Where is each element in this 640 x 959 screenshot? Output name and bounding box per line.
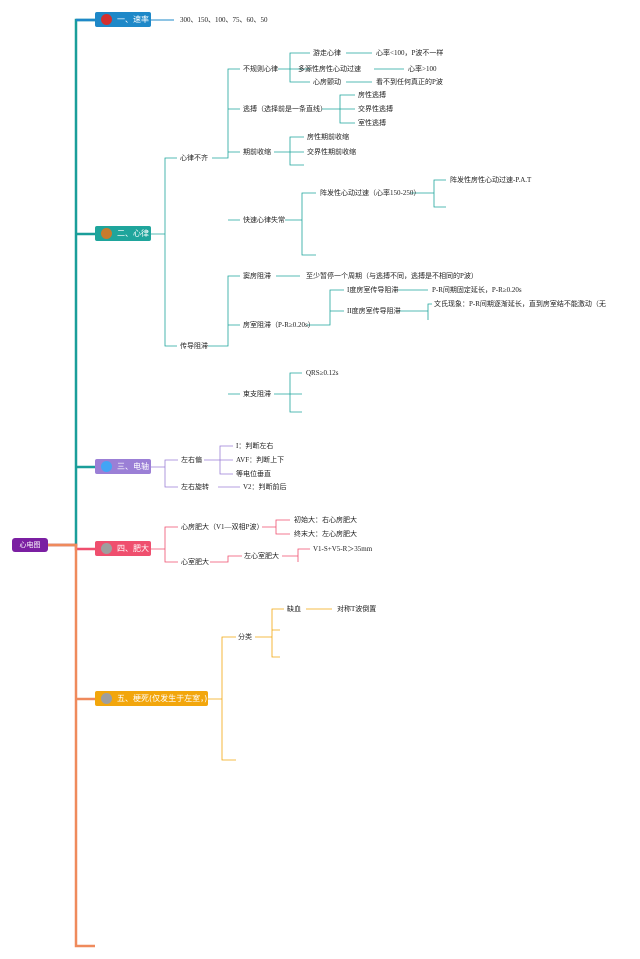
branch-infarction[interactable]: 五、梗死(仅发生于左室，) [95, 691, 208, 706]
axis-rot-node[interactable]: 左右旋转 [181, 483, 209, 491]
classify-node[interactable]: 分类 [238, 633, 252, 641]
ischemia-node[interactable]: 缺血 [287, 605, 301, 613]
branch-rhythm[interactable]: 二、心律 [95, 226, 151, 241]
circle-icon [101, 543, 112, 554]
ischemia-detail: 对称T波倒置 [337, 605, 377, 613]
multifocal-node[interactable]: 多源性房性心动过速 [298, 65, 361, 73]
branch-axis-label: 三、电轴 [117, 462, 149, 471]
axis-rot-detail: V2：判断前后 [243, 483, 287, 491]
irregular-node[interactable]: 不规则心律 [243, 65, 278, 73]
atrial-node[interactable]: 心房肥大（V1—双相P波） [181, 523, 264, 531]
bundle-block-detail: QRS≥0.12s [306, 369, 339, 377]
wandering-node[interactable]: 游走心律 [313, 49, 341, 57]
trunk-teal [48, 18, 95, 547]
circle-icon [101, 228, 112, 239]
atrial-item: 终末大：左心房肥大 [294, 530, 357, 538]
sinus-block-detail: 至少暂停一个周期（与逃搏不同，逃搏是不相同的P波） [306, 272, 478, 280]
branch-hypertrophy[interactable]: 四、肥大 [95, 541, 151, 556]
pat-node[interactable]: 阵发性心动过速（心率150-250） [320, 189, 421, 197]
branch-hypertrophy-label: 四、肥大 [117, 544, 149, 553]
trunk-orange [48, 543, 95, 948]
axis-lr-item: AVF：判断上下 [236, 456, 285, 464]
rate-detail: 300、150、100、75、60、50 [180, 16, 268, 24]
afib-node[interactable]: 心房颤动 [313, 78, 341, 86]
escape-node[interactable]: 逃搏（选择前是一条直线） [243, 105, 327, 113]
multifocal-detail: 心率>100 [408, 65, 437, 73]
axis-lr-item: I：判断左右 [236, 442, 274, 450]
circle-icon [101, 14, 112, 25]
av-second-node[interactable]: II度房室传导阻滞 [347, 307, 401, 315]
av-first-detail: P-R间期固定延长，P-R≥0.20s [432, 286, 522, 294]
av-block-node[interactable]: 房室阻滞（P-R≥0.20s） [243, 321, 315, 329]
circle-icon [101, 461, 112, 472]
pat-detail: 阵发性房性心动过速-P.A.T [450, 176, 532, 184]
branch-rhythm-label: 二、心律 [117, 229, 149, 238]
branch-infarction-label: 五、梗死(仅发生于左室，) [117, 694, 208, 703]
premature-item: 房性期前收缩 [307, 133, 349, 141]
av-second-detail: 文氏现象：P-R间期逐渐延长，直到房室结不能激动（无 [434, 300, 606, 308]
atrial-item: 初始大：右心房肥大 [294, 516, 357, 524]
left-ventricular-detail: V1-S+V5-R＞35mm [313, 545, 373, 553]
wandering-detail: 心率<100，P波不一样 [376, 49, 444, 57]
escape-item: 交界性逃搏 [358, 105, 393, 113]
escape-item: 室性逃搏 [358, 119, 386, 127]
left-ventricular-node[interactable]: 左心室肥大 [244, 552, 279, 560]
branch-axis[interactable]: 三、电轴 [95, 459, 151, 474]
av-first-node[interactable]: I度房室传导阻滞 [347, 286, 399, 294]
premature-node[interactable]: 期前收缩 [243, 148, 271, 156]
branch-rate-label: 一、速率 [117, 15, 149, 24]
premature-item: 交界性期前收缩 [307, 148, 356, 156]
bundle-block-node[interactable]: 束支阻滞 [243, 390, 271, 398]
afib-detail: 看不到任何真正的P波 [376, 78, 443, 86]
block-node[interactable]: 传导阻滞 [180, 342, 208, 350]
sinus-block-node[interactable]: 窦房阻滞 [243, 272, 271, 280]
axis-lr-node[interactable]: 左右偏 [181, 456, 202, 464]
branch-rate[interactable]: 一、速率 [95, 12, 151, 27]
escape-item: 房性逃搏 [358, 91, 386, 99]
arrhythmia-node[interactable]: 心律不齐 [180, 154, 208, 162]
ventricular-node[interactable]: 心室肥大 [181, 558, 209, 566]
tachy-node[interactable]: 快速心律失常 [243, 216, 285, 224]
root-node[interactable]: 心电图 [12, 538, 48, 552]
axis-lr-item: 等电位垂直 [236, 470, 271, 478]
circle-icon [101, 693, 112, 704]
